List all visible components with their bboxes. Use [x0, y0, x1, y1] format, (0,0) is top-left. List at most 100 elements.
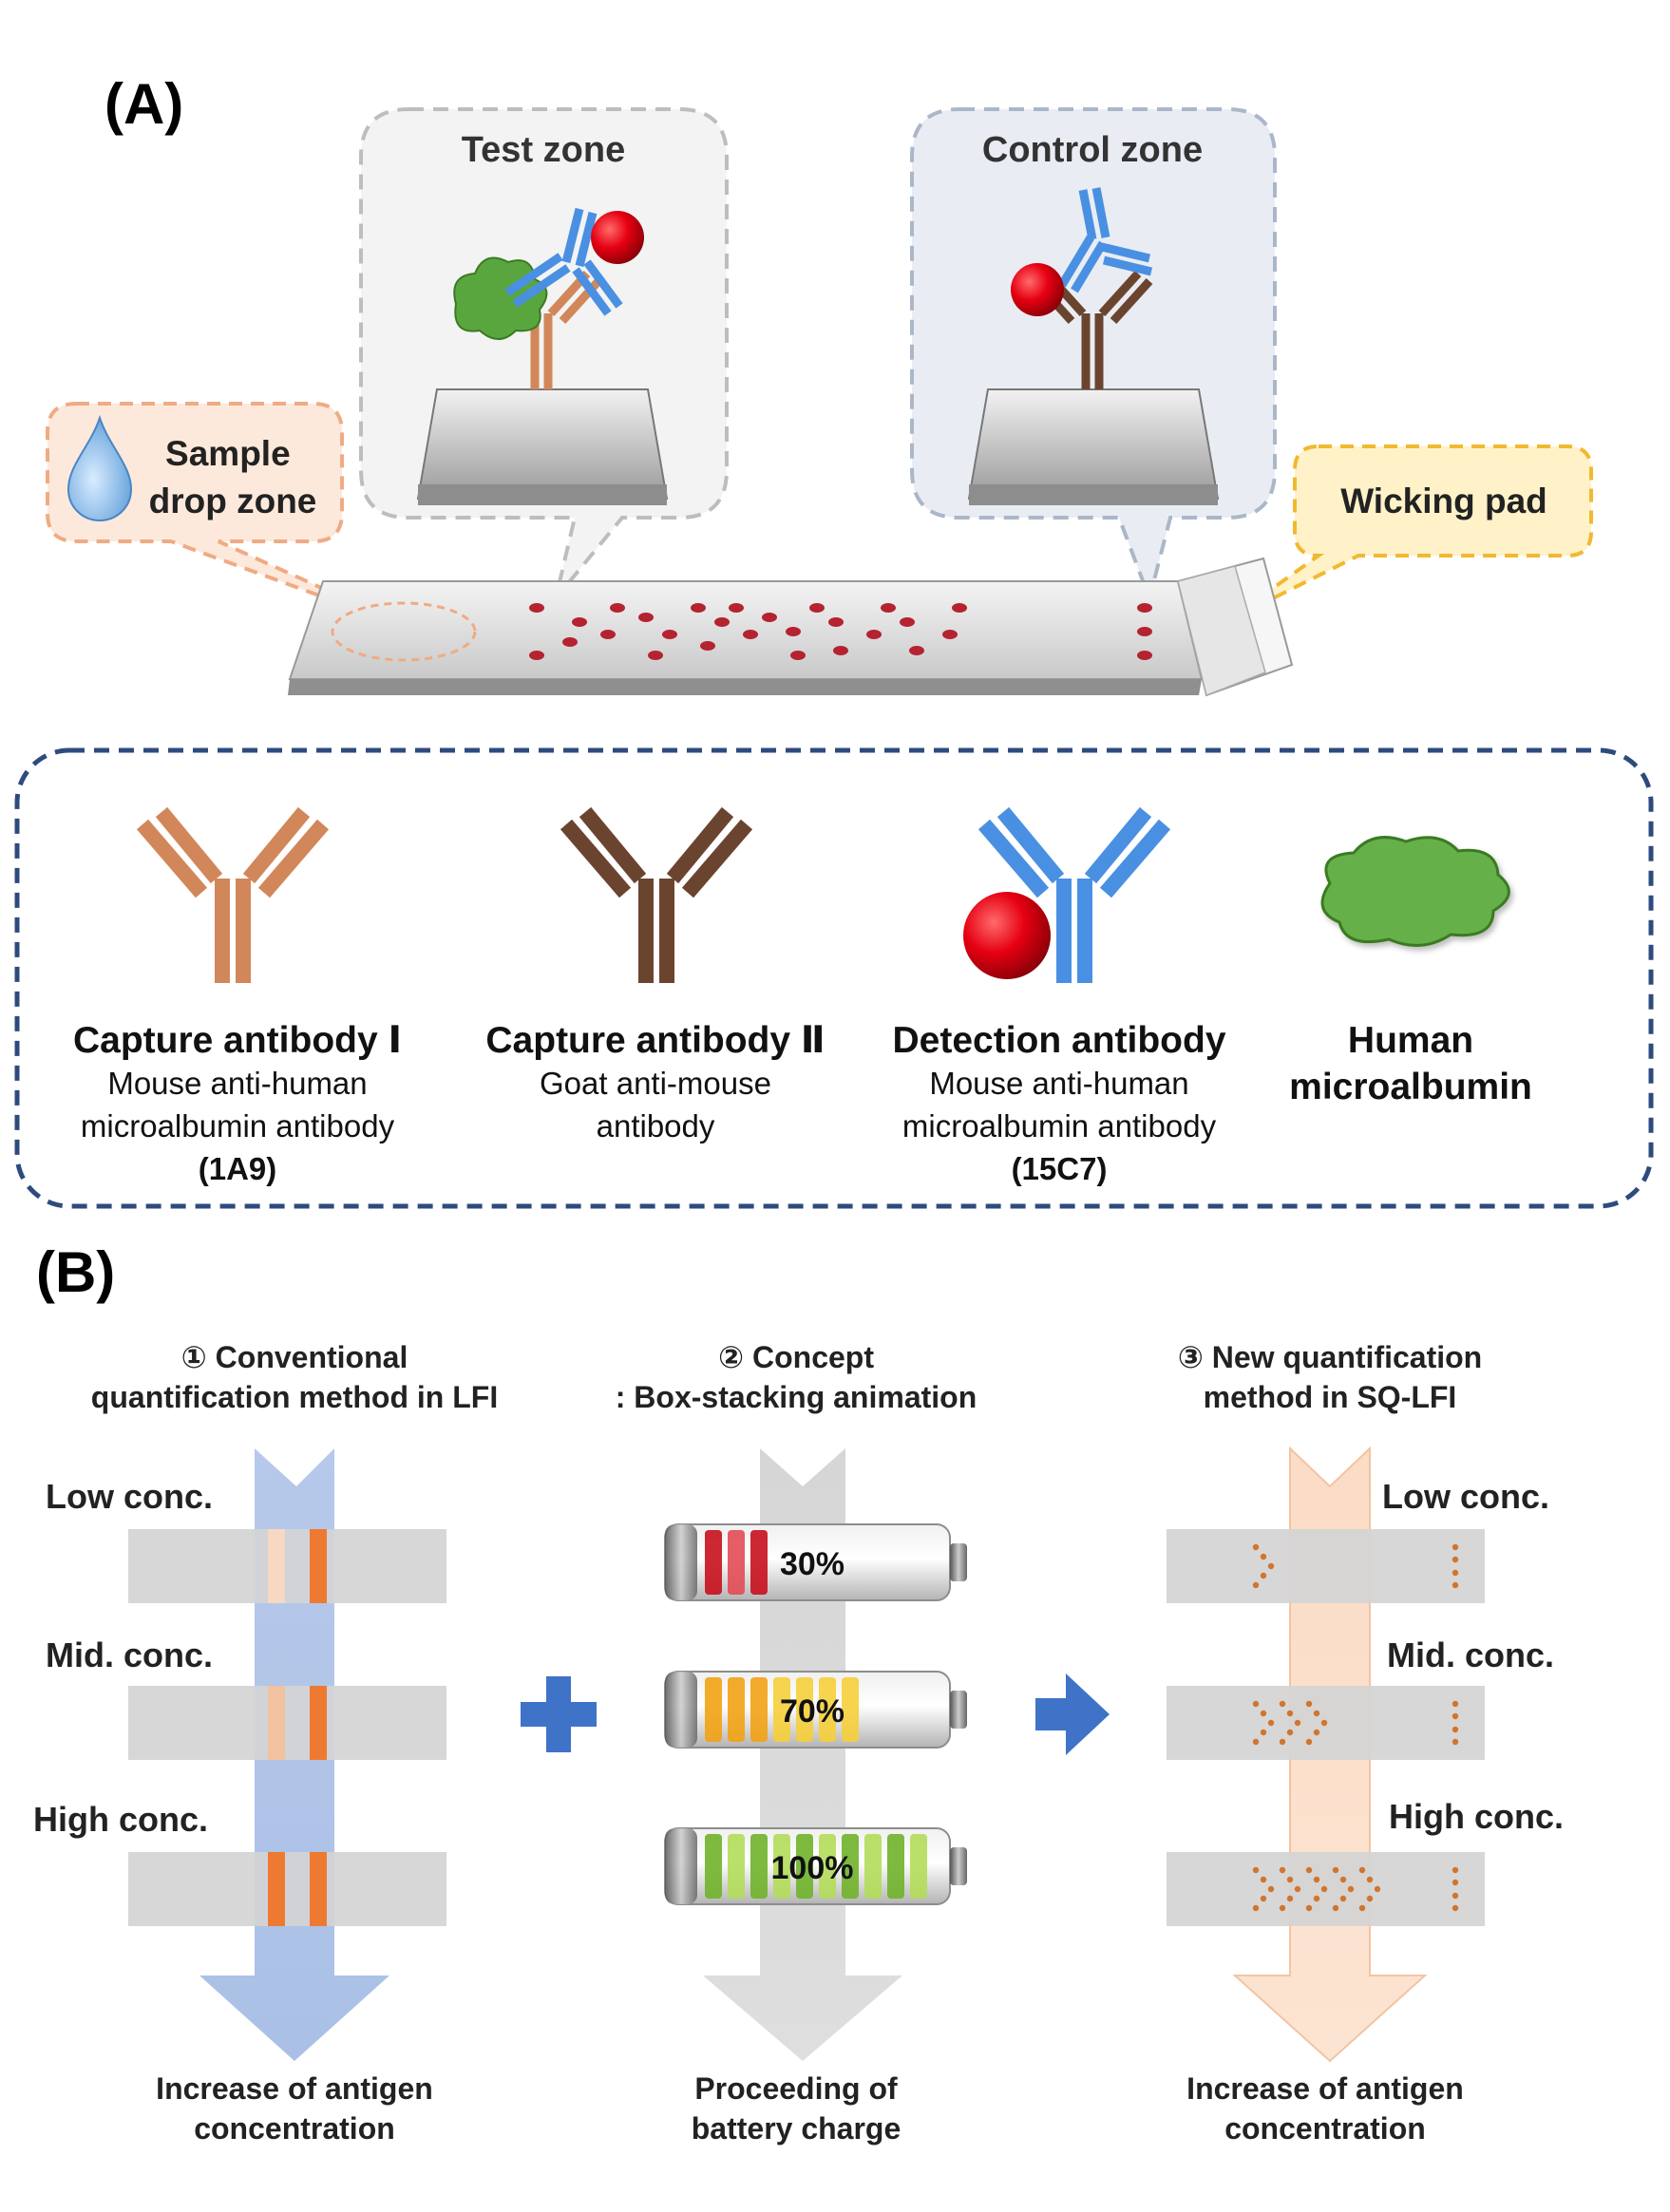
battery-cell: [864, 1834, 882, 1899]
battery-cell: [773, 1677, 790, 1742]
battery-70-label: 70%: [780, 1693, 844, 1730]
sq-dot: [1313, 1729, 1320, 1736]
test-zone-callout: Test zone: [359, 107, 729, 600]
sq-control-dot: [1452, 1904, 1459, 1912]
sq-dot: [1260, 1710, 1267, 1717]
svg-text:(15C7): (15C7): [1012, 1151, 1108, 1186]
battery-cell: [819, 1677, 836, 1742]
sq-dot: [1339, 1876, 1347, 1883]
control-zone-title: Control zone: [982, 130, 1203, 170]
battery-cell: [728, 1530, 745, 1595]
sq-control-dot: [1452, 1726, 1459, 1733]
sq-dot: [1305, 1738, 1313, 1746]
battery-cell: [910, 1834, 927, 1899]
battery-100: 100%: [664, 1827, 967, 1905]
svg-text:Mouse anti-human: Mouse anti-human: [929, 1066, 1188, 1101]
sq-dot: [1279, 1866, 1286, 1874]
svg-text:Low conc.: Low conc.: [46, 1477, 213, 1516]
col3-row-labels: Low conc. Mid. conc. High conc.: [1382, 1477, 1564, 1836]
sq-dot: [1267, 1885, 1275, 1893]
sq-dot: [1260, 1895, 1267, 1902]
svg-text:Detection antibody: Detection antibody: [892, 1020, 1225, 1061]
svg-text:microalbumin antibody: microalbumin antibody: [81, 1108, 395, 1144]
sq-dot: [1305, 1904, 1313, 1912]
col2-arrow: [703, 1448, 902, 2061]
col3-footer: Increase of antigen concentration: [1186, 2071, 1464, 2146]
sq-dot: [1279, 1738, 1286, 1746]
sq-dot: [1332, 1904, 1339, 1912]
battery-cell: [750, 1530, 768, 1595]
sq-dot: [1313, 1710, 1320, 1717]
sq-dot: [1286, 1710, 1294, 1717]
battery-cell: [728, 1834, 745, 1899]
svg-text:① Conventional: ① Conventional: [181, 1340, 408, 1374]
sq-control-dot: [1452, 1738, 1459, 1746]
sq-control-dot: [1452, 1700, 1459, 1708]
sq-dot: [1320, 1719, 1328, 1727]
legend-detection-antibody-text: Detection antibody Mouse anti-human micr…: [892, 1020, 1225, 1186]
plus-icon: [521, 1676, 597, 1752]
control-zone-platform: [967, 388, 1220, 505]
svg-text:: Box-stacking animation: : Box-stacking animation: [616, 1380, 977, 1414]
svg-text:quantification method in LFI: quantification method in LFI: [91, 1380, 498, 1414]
sq-control-dot: [1452, 1892, 1459, 1900]
sample-drop-callout: Sample drop zone: [46, 402, 419, 633]
svg-text:battery charge: battery charge: [692, 2111, 901, 2146]
battery-30: 30%: [664, 1523, 967, 1601]
svg-text:microalbumin antibody: microalbumin antibody: [902, 1108, 1217, 1144]
sq-dot: [1347, 1885, 1355, 1893]
wicking-pad-label: Wicking pad: [1340, 482, 1547, 520]
sq-control-dot: [1452, 1581, 1459, 1589]
sq-dot: [1267, 1562, 1275, 1570]
sq-dot: [1286, 1895, 1294, 1902]
col1-heading: ① Conventional quantification method in …: [91, 1340, 498, 1414]
test-zone-detection-antibody: [504, 207, 623, 316]
sq-dot: [1252, 1543, 1260, 1551]
sq-dot: [1358, 1866, 1366, 1874]
battery-cell: [705, 1530, 722, 1595]
legend-capture-antibody-1-icon: [136, 806, 330, 983]
sq-control-dot: [1452, 1879, 1459, 1886]
sq-dot: [1366, 1895, 1374, 1902]
sq-dot: [1294, 1885, 1301, 1893]
sq-dot: [1313, 1895, 1320, 1902]
sample-pad-circle: [331, 601, 477, 662]
svg-text:③ New quantification: ③ New quantification: [1178, 1340, 1482, 1374]
svg-text:Capture antibody Ⅰ: Capture antibody Ⅰ: [73, 1020, 402, 1061]
sample-drop-label: Sample drop zone: [149, 434, 317, 520]
sq-dot: [1366, 1876, 1374, 1883]
sq-dot: [1260, 1572, 1267, 1579]
sq-dot: [1260, 1553, 1267, 1560]
wicking-pad-callout: Wicking pad: [1224, 444, 1593, 624]
sq-dot: [1358, 1904, 1366, 1912]
battery-cell: [728, 1677, 745, 1742]
batteries: 30% 70% 100%: [664, 1523, 967, 1905]
col3-strips: [1167, 1529, 1485, 1926]
col1-footer: Increase of antigen concentration: [156, 2071, 433, 2146]
col1-row-labels: Low conc. Mid. conc. High conc.: [33, 1477, 213, 1839]
sq-dot: [1305, 1700, 1313, 1708]
svg-text:concentration: concentration: [194, 2111, 395, 2146]
water-drop-icon: [66, 414, 133, 522]
sq-dot: [1313, 1876, 1320, 1883]
battery-100-label: 100%: [771, 1850, 854, 1886]
battery-cell: [796, 1834, 813, 1899]
col2-footer: Proceeding of battery charge: [692, 2071, 901, 2146]
sq-control-dot: [1452, 1569, 1459, 1577]
right-arrow-icon: [1035, 1673, 1110, 1755]
svg-text:concentration: concentration: [1224, 2111, 1426, 2146]
legend-detection-antibody-icon: [963, 806, 1171, 983]
svg-text:Mid. conc.: Mid. conc.: [46, 1635, 213, 1674]
sq-dot: [1252, 1738, 1260, 1746]
col1-strips: [128, 1529, 446, 1926]
battery-30-label: 30%: [780, 1546, 844, 1582]
sq-dot: [1294, 1719, 1301, 1727]
svg-text:Human: Human: [1348, 1020, 1473, 1061]
legend-microalbumin-icon: [1320, 836, 1510, 947]
legend-capture-antibody-2-icon: [560, 806, 753, 983]
sq-dot: [1286, 1876, 1294, 1883]
svg-text:Capture antibody Ⅱ: Capture antibody Ⅱ: [485, 1020, 825, 1061]
sq-dot: [1267, 1719, 1275, 1727]
svg-text:High conc.: High conc.: [1389, 1797, 1564, 1836]
sq-dot: [1332, 1866, 1339, 1874]
